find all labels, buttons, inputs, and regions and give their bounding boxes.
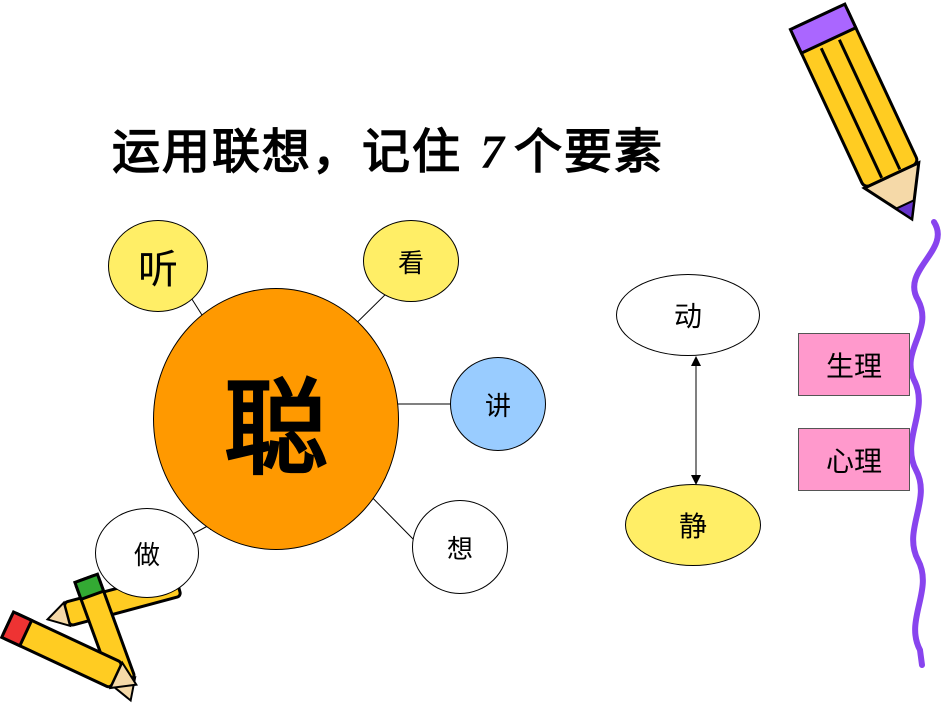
node-ting: 听 bbox=[108, 220, 208, 312]
node-dong: 动 bbox=[616, 274, 760, 356]
node-jiang-label: 讲 bbox=[484, 391, 511, 422]
box-shengli: 生理 bbox=[798, 333, 910, 396]
node-xiang-label: 想 bbox=[446, 534, 473, 565]
node-xiang: 想 bbox=[412, 500, 508, 594]
wavy-border-line bbox=[907, 219, 941, 668]
node-cong-label: 聪 bbox=[223, 367, 328, 490]
node-zuo: 做 bbox=[95, 508, 199, 598]
node-kan-label: 看 bbox=[397, 248, 424, 279]
node-kan: 看 bbox=[363, 220, 459, 302]
node-jing-label: 静 bbox=[678, 510, 707, 543]
pencil-icon bbox=[788, 2, 921, 222]
title-main: 运用联想，记住 bbox=[112, 124, 463, 180]
node-zuo-label: 做 bbox=[133, 540, 160, 571]
title-number: 7 bbox=[480, 126, 507, 179]
node-jing: 静 bbox=[625, 484, 761, 566]
node-jiang: 讲 bbox=[450, 357, 546, 451]
node-dong-label: 动 bbox=[673, 300, 702, 333]
node-ting-label: 听 bbox=[138, 247, 178, 293]
node-cong: 聪 bbox=[153, 288, 399, 550]
box-xinli-label: 心理 bbox=[825, 444, 882, 478]
title-tail: 个要素 bbox=[514, 124, 665, 180]
box-xinli: 心理 bbox=[798, 428, 910, 491]
box-shengli-label: 生理 bbox=[825, 349, 882, 383]
